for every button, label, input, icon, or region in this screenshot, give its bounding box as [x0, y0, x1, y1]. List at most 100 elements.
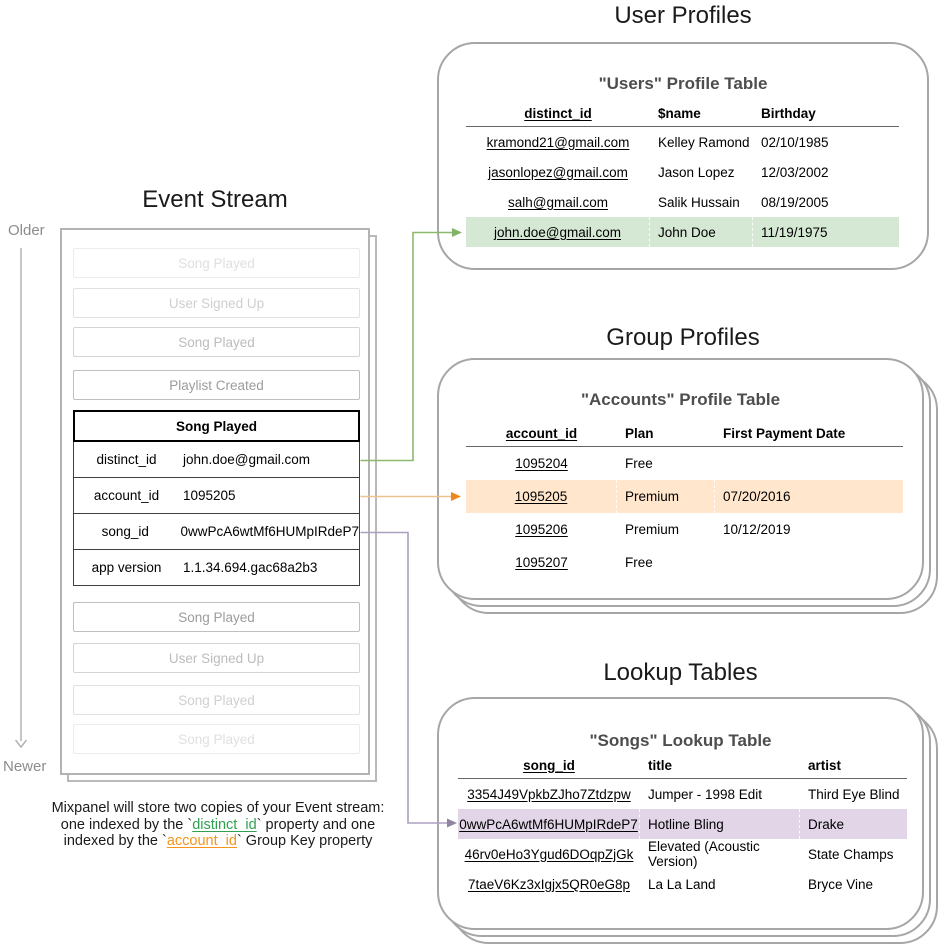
- older-label: Older: [8, 222, 45, 239]
- users-cell-birthday: 08/19/2005: [761, 194, 829, 210]
- accounts-cell-date: 10/12/2019: [723, 522, 791, 537]
- property-key: app version: [91, 560, 162, 575]
- highlighted-row-hotline-bling: 0wwPcA6wtMf6HUMpIRdeP7 Hotline Bling Dra…: [458, 809, 907, 839]
- accounts-header-first-payment-date: First Payment Date: [723, 425, 846, 441]
- caption-line3-post: ` Group Key property: [236, 833, 373, 849]
- accounts-table: account_id Plan First Payment Date 10952…: [466, 420, 903, 579]
- accounts-cell-plan: Premium: [617, 480, 715, 513]
- accounts-cell-plan: Free: [625, 456, 653, 471]
- users-cell-distinct-id: john.doe@gmail.com: [466, 217, 650, 247]
- users-cell-name: Salik Hussain: [658, 194, 740, 210]
- accounts-cell-account-id: 1095206: [515, 522, 568, 537]
- property-key: distinct_id: [96, 452, 157, 467]
- event-item-song-played-1: Song Played: [73, 248, 360, 278]
- accounts-cell-account-id: 1095204: [515, 456, 568, 471]
- accounts-header-plan: Plan: [625, 425, 654, 441]
- table-row: jasonlopez@gmail.com Jason Lopez 12/03/2…: [466, 157, 899, 187]
- event-property-distinct-id: distinct_id john.doe@gmail.com: [73, 442, 360, 478]
- accounts-table-title: "Accounts" Profile Table: [580, 390, 781, 409]
- users-cell-distinct-id: salh@gmail.com: [508, 194, 608, 210]
- songs-cell-artist: Drake: [808, 816, 845, 832]
- songs-header-title: title: [648, 757, 673, 773]
- users-table-title: "Users" Profile Table: [598, 74, 768, 93]
- event-item-user-signed-up-2: User Signed Up: [73, 643, 360, 673]
- accounts-table-header: account_id Plan First Payment Date: [466, 420, 903, 447]
- caption-distinct-id: distinct_id: [192, 816, 257, 833]
- event-item-song-played-3: Song Played: [73, 602, 360, 632]
- songs-table-title: "Songs" Lookup Table: [589, 731, 772, 750]
- users-cell-name: Jason Lopez: [658, 164, 735, 180]
- highlighted-row-john-doe: john.doe@gmail.com John Doe 11/19/1975: [466, 217, 899, 247]
- newer-label: Newer: [3, 758, 47, 775]
- table-row: kramond21@gmail.com Kelley Ramond 02/10/…: [466, 127, 899, 157]
- event-property-song-id: song_id 0wwPcA6wtMf6HUMpIRdeP7: [73, 514, 360, 550]
- users-cell-name: Kelley Ramond: [658, 134, 750, 150]
- users-table-header: distinct_id $name Birthday: [466, 100, 899, 127]
- property-key: account_id: [93, 488, 160, 503]
- accounts-cell-plan: Premium: [625, 522, 680, 537]
- caption-line2-post: ` property and one: [256, 816, 376, 833]
- group-profiles-heading: Group Profiles: [606, 324, 760, 351]
- accounts-cell-plan: Free: [625, 555, 653, 570]
- songs-header-song-id: song_id: [523, 757, 575, 773]
- event-property-app-version: app version 1.1.34.694.gac68a2b3: [73, 550, 360, 586]
- songs-cell-song-id: 46rv0eHo3Ygud6DOqpZjGk: [464, 846, 634, 862]
- event-card-title: Song Played: [73, 410, 360, 442]
- event-item-playlist-created: Playlist Created: [73, 370, 360, 400]
- users-header-birthday: Birthday: [761, 105, 816, 121]
- caption-account-id: account_id: [166, 833, 237, 849]
- event-item-song-played-2: Song Played: [73, 327, 360, 357]
- table-row: 1095207 Free: [466, 546, 903, 579]
- accounts-cell-date: 07/20/2016: [723, 489, 791, 504]
- table-row: salh@gmail.com Salik Hussain 08/19/2005: [466, 187, 899, 217]
- event-property-account-id: account_id 1095205: [73, 478, 360, 514]
- highlighted-row-1095205: 1095205 Premium 07/20/2016: [466, 480, 903, 513]
- caption-line1: Mixpanel will store two copies of your E…: [51, 800, 385, 816]
- property-value: 1.1.34.694.gac68a2b3: [183, 560, 318, 575]
- users-header-distinct-id: distinct_id: [524, 105, 592, 121]
- songs-table-header: song_id title artist: [458, 752, 907, 779]
- event-item-song-played-4: Song Played: [73, 685, 360, 715]
- event-item-user-signed-up-1: User Signed Up: [73, 288, 360, 318]
- accounts-cell-account-id: 1095207: [515, 555, 568, 570]
- songs-cell-title: Jumper - 1998 Edit: [648, 786, 763, 802]
- table-row: 46rv0eHo3Ygud6DOqpZjGk Elevated (Acousti…: [458, 839, 907, 869]
- users-header-name: $name: [658, 105, 701, 121]
- songs-cell-song-id: 7taeV6Kz3xIgjx5QR0eG8p: [467, 876, 631, 892]
- accounts-header-account-id: account_id: [505, 425, 578, 441]
- table-row: 3354J49VpkbZJho7Ztdzpw Jumper - 1998 Edi…: [458, 779, 907, 809]
- songs-cell-title: Elevated (Acoustic Version): [648, 839, 760, 869]
- users-cell-birthday: 12/03/2002: [761, 164, 829, 180]
- songs-cell-artist: Bryce Vine: [808, 876, 874, 892]
- songs-cell-song-id: 3354J49VpkbZJho7Ztdzpw: [467, 786, 631, 802]
- property-value: 0wwPcA6wtMf6HUMpIRdeP7: [180, 524, 359, 539]
- table-row: 1095204 Free: [466, 447, 903, 480]
- users-table: distinct_id $name Birthday kramond21@gma…: [466, 100, 899, 247]
- caption: Mixpanel will store two copies of your E…: [16, 800, 420, 850]
- users-cell-birthday: 02/10/1985: [761, 134, 829, 150]
- songs-header-artist: artist: [808, 757, 842, 773]
- songs-cell-song-id: 0wwPcA6wtMf6HUMpIRdeP7: [458, 809, 640, 839]
- songs-cell-artist: Third Eye Blind: [808, 786, 900, 802]
- accounts-cell-date: [715, 447, 903, 480]
- property-value: john.doe@gmail.com: [183, 452, 311, 467]
- event-item-song-played-5: Song Played: [73, 724, 360, 754]
- event-stream-heading: Event Stream: [142, 186, 288, 213]
- accounts-cell-account-id: 1095205: [466, 480, 617, 513]
- lookup-tables-heading: Lookup Tables: [603, 659, 758, 686]
- older-newer-arrow: [14, 248, 28, 749]
- songs-cell-artist: State Champs: [808, 846, 894, 862]
- group-profiles-container: [437, 358, 924, 600]
- songs-cell-title: Hotline Bling: [640, 809, 800, 839]
- property-key: song_id: [101, 524, 149, 539]
- table-row: 7taeV6Kz3xIgjx5QR0eG8p La La Land Bryce …: [458, 869, 907, 899]
- caption-line2-pre: one indexed by the `: [60, 816, 193, 833]
- user-profiles-heading: User Profiles: [614, 2, 752, 29]
- table-row: 1095206 Premium 10/12/2019: [466, 513, 903, 546]
- users-cell-distinct-id: kramond21@gmail.com: [486, 134, 630, 150]
- expanded-event-card: Song Played distinct_id john.doe@gmail.c…: [73, 410, 360, 586]
- users-cell-birthday: 11/19/1975: [761, 224, 828, 240]
- users-cell-distinct-id: jasonlopez@gmail.com: [488, 164, 628, 180]
- caption-line3-pre: indexed by the `: [63, 833, 167, 849]
